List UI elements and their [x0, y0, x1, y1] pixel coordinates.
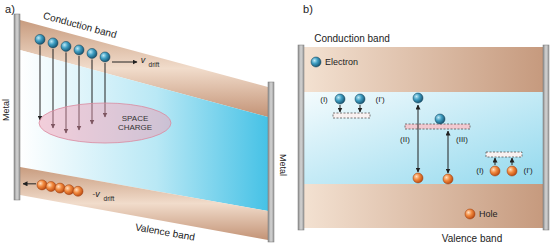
transition-label: (I'): [375, 96, 384, 105]
valence-band: [304, 184, 543, 228]
legend-swatch: [310, 56, 322, 68]
band-label: Conduction band: [314, 33, 390, 44]
legend-text: Electron: [325, 57, 358, 67]
arrow: [40, 45, 41, 120]
legend-text: Hole: [479, 209, 498, 219]
metal-label: Metal: [277, 154, 287, 176]
hole: [443, 174, 453, 184]
metal-contact: [268, 82, 274, 242]
hole: [465, 209, 475, 219]
velocity-subscript: drift: [149, 61, 160, 68]
hole: [64, 185, 74, 195]
arrow: [360, 105, 361, 112]
legend-swatch: [464, 208, 476, 220]
transition-label: (I): [320, 96, 328, 105]
transition-label: (I): [476, 167, 484, 176]
arrow: [495, 158, 496, 165]
arrow: [112, 62, 137, 63]
hole: [490, 166, 500, 176]
hole: [413, 173, 423, 183]
electron: [355, 94, 365, 104]
trap-level: [405, 124, 470, 129]
electron: [48, 38, 58, 48]
arrow: [23, 183, 36, 184]
text-holder: SPACE CHARGE: [112, 114, 158, 132]
metal-contact: [14, 14, 20, 200]
electron: [100, 52, 110, 62]
electron: [74, 45, 84, 55]
velocity-symbol: -v: [92, 190, 100, 200]
panel-letter: a): [5, 3, 15, 15]
hole: [46, 182, 56, 192]
velocity-symbol: v: [141, 56, 146, 66]
electron: [311, 57, 321, 67]
space-charge-region: SPACE CHARGE: [38, 102, 172, 144]
arrow: [418, 105, 419, 172]
electron: [61, 41, 71, 51]
metal-label: Metal: [2, 99, 12, 121]
ellipse-outline: [39, 103, 171, 143]
conduction-band: [304, 47, 543, 92]
hole: [507, 166, 517, 176]
panel-letter: b): [303, 3, 313, 15]
electron: [413, 93, 423, 103]
arrow: [340, 105, 341, 112]
hole: [55, 183, 65, 193]
band-gap: [20, 50, 268, 211]
metal-contact: [543, 45, 549, 230]
region-label: SPACE CHARGE: [112, 114, 158, 132]
hole: [73, 186, 83, 196]
hole: [37, 180, 47, 190]
metal-contact: [298, 45, 304, 230]
transition-label: (III): [456, 136, 468, 145]
trap-level: [333, 113, 370, 118]
electron: [87, 48, 97, 58]
electron: [435, 114, 445, 124]
transition-label: (II): [400, 136, 410, 145]
arrow: [448, 131, 449, 173]
legend-item: Hole: [464, 208, 498, 220]
transition-label: (I'): [523, 167, 532, 176]
trap-level: [486, 152, 522, 157]
velocity-subscript: drift: [104, 195, 115, 202]
band-label: Valence band: [442, 233, 502, 244]
band-gap: [304, 92, 543, 184]
arrow: [512, 158, 513, 165]
electron: [335, 94, 345, 104]
electron: [35, 34, 45, 44]
legend-item: Electron: [310, 56, 358, 68]
